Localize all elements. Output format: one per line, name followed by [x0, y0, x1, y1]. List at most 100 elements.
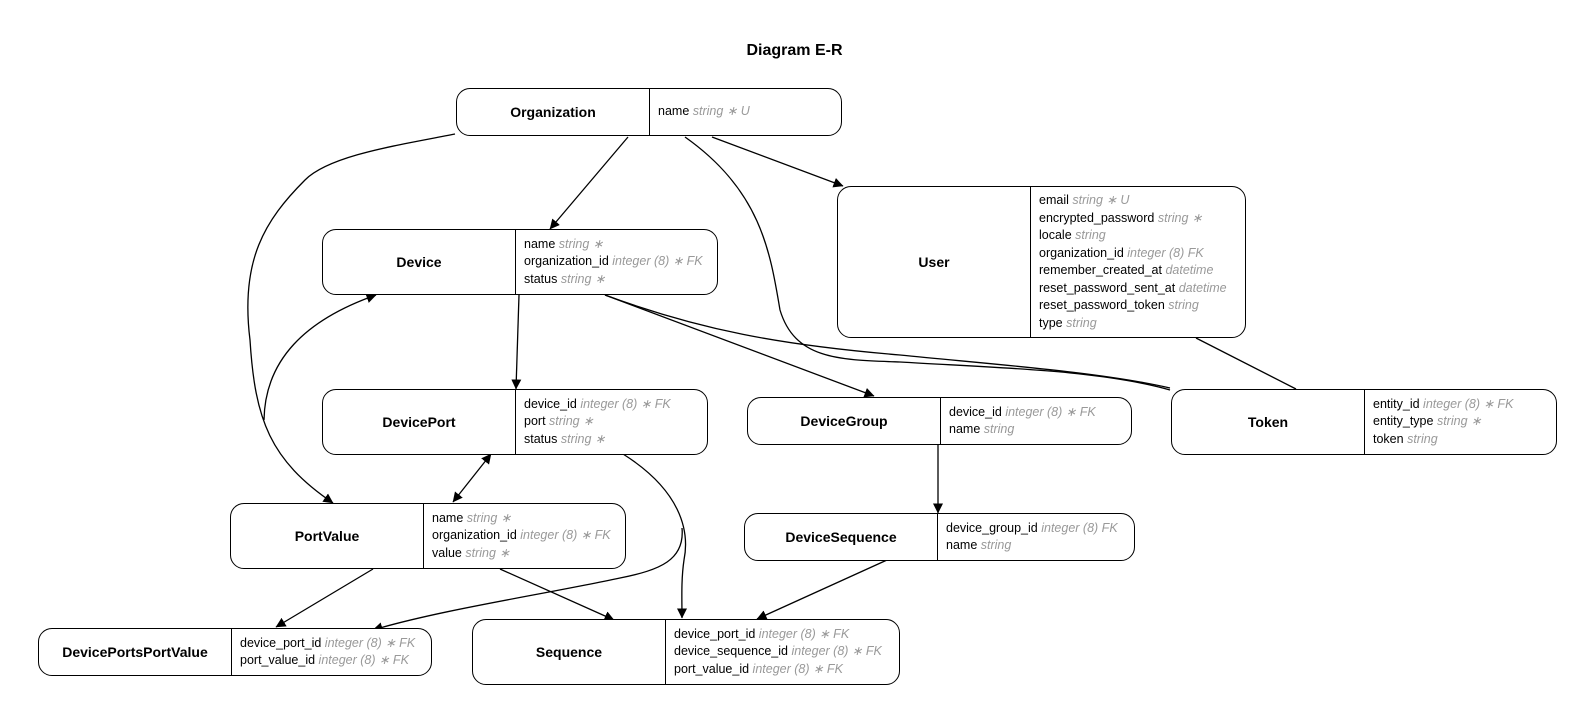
- entity-user-attrs: email string ∗ U encrypted_password stri…: [1031, 187, 1235, 337]
- attr-name: locale: [1039, 228, 1072, 242]
- attr-name: organization_id: [1039, 245, 1124, 260]
- entity-devicesequence-attrs: device_group_id integer (8) FK name stri…: [938, 514, 1126, 560]
- attr-type: integer (8) ∗ FK: [318, 653, 409, 667]
- entity-user[interactable]: User email string ∗ U encrypted_password…: [837, 186, 1246, 338]
- edge-deviceport-deviceportsportvalue: [372, 527, 683, 633]
- attr-name: type: [1039, 315, 1063, 330]
- attr-name: device_sequence_id: [674, 644, 788, 659]
- attr-type: string: [1168, 298, 1199, 312]
- entity-sequence[interactable]: Sequence device_port_id integer (8) ∗ FK…: [472, 619, 900, 685]
- entity-deviceportsportvalue-name: DevicePortsPortValue: [39, 629, 232, 675]
- entity-portvalue-name: PortValue: [231, 504, 424, 568]
- attr-row: token string: [1373, 431, 1513, 449]
- attr-type: integer (8) FK: [1041, 520, 1118, 535]
- attr-row: locale string: [1039, 227, 1227, 245]
- attr-type: integer (8) ∗ FK: [1423, 396, 1514, 411]
- attr-type: datetime: [1165, 263, 1214, 277]
- attr-name: name: [658, 104, 690, 119]
- entity-devicesequence[interactable]: DeviceSequence device_group_id integer (…: [744, 513, 1135, 561]
- entity-organization-attrs: name string ∗ U: [650, 89, 758, 135]
- entity-deviceport[interactable]: DevicePort device_id integer (8) ∗ FK po…: [322, 389, 708, 455]
- entity-organization[interactable]: Organization name string ∗ U: [456, 88, 842, 136]
- attr-row: entity_type string ∗: [1373, 413, 1513, 431]
- attr-type: integer (8) ∗ FK: [752, 661, 843, 676]
- attr-type: integer (8) ∗ FK: [612, 254, 703, 269]
- attr-row: entity_id integer (8) ∗ FK: [1373, 396, 1513, 414]
- attr-row: device_sequence_id integer (8) ∗ FK: [674, 643, 882, 661]
- attr-type: string ∗: [465, 545, 510, 560]
- entity-token-name: Token: [1172, 390, 1365, 454]
- attr-type: string: [980, 538, 1012, 552]
- attr-name: status: [524, 271, 558, 286]
- attr-name: token: [1373, 431, 1404, 446]
- attr-name: device_port_id: [674, 626, 756, 641]
- attr-name: port_value_id: [240, 653, 316, 667]
- attr-row: device_port_id integer (8) ∗ FK: [674, 626, 882, 644]
- attr-type: datetime: [1178, 280, 1227, 295]
- attr-name: device_id: [524, 396, 577, 411]
- attr-row: organization_id integer (8) FK: [1039, 245, 1227, 263]
- entity-deviceport-attrs: device_id integer (8) ∗ FK port string ∗…: [516, 390, 679, 454]
- attr-type: integer (8) ∗ FK: [520, 528, 611, 543]
- attr-type: integer (8) ∗ FK: [324, 635, 416, 650]
- attr-row: name string ∗ U: [658, 103, 750, 121]
- attr-row: device_port_id integer (8) ∗ FK: [240, 635, 415, 653]
- edge-user-token: [1195, 337, 1297, 390]
- attr-type: string ∗: [560, 271, 606, 286]
- attr-type: string: [1407, 431, 1438, 446]
- entity-token-attrs: entity_id integer (8) ∗ FK entity_type s…: [1365, 390, 1521, 454]
- attr-name: encrypted_password: [1039, 210, 1155, 225]
- entity-sequence-attrs: device_port_id integer (8) ∗ FK device_s…: [666, 620, 890, 684]
- attr-name: device_id: [949, 404, 1002, 419]
- edge-organization-token: [684, 136, 1171, 391]
- attr-name: port_value_id: [674, 661, 750, 676]
- attr-row: value string ∗: [432, 545, 611, 563]
- edge-organization-device: [549, 136, 629, 230]
- edge-device-portvalue: [263, 293, 377, 421]
- attr-type: string: [1075, 228, 1106, 242]
- entity-device-attrs: name string ∗ organization_id integer (8…: [516, 230, 711, 294]
- attr-name: name: [432, 510, 464, 525]
- attr-name: name: [524, 236, 556, 251]
- entity-user-name: User: [838, 187, 1031, 337]
- attr-name: name: [949, 422, 981, 436]
- edge-portvalue-deviceportsportvalue: [275, 568, 374, 628]
- attr-name: organization_id: [524, 254, 609, 269]
- attr-row: port_value_id integer (8) ∗ FK: [674, 661, 882, 679]
- attr-type: string ∗: [558, 236, 604, 251]
- attr-row: device_id integer (8) ∗ FK: [949, 404, 1096, 422]
- edge-deviceport-sequence: [622, 453, 687, 619]
- attr-type: integer (8) ∗ FK: [1005, 404, 1096, 419]
- edge-deviceport-portvalue: [452, 453, 492, 503]
- attr-type: string ∗ U: [692, 104, 750, 119]
- entity-devicegroup-name: DeviceGroup: [748, 398, 941, 444]
- attr-row: name string ∗: [524, 236, 703, 254]
- attr-row: email string ∗ U: [1039, 192, 1227, 210]
- edge-organization-user: [711, 136, 844, 188]
- attr-type: string ∗: [466, 510, 512, 525]
- entity-token[interactable]: Token entity_id integer (8) ∗ FK entity_…: [1171, 389, 1557, 455]
- entity-devicesequence-name: DeviceSequence: [745, 514, 938, 560]
- entity-portvalue[interactable]: PortValue name string ∗ organization_id …: [230, 503, 626, 569]
- attr-type: string ∗: [549, 414, 594, 429]
- attr-name: value: [432, 545, 462, 560]
- attr-name: port: [524, 414, 546, 429]
- edge-portvalue-sequence: [499, 568, 615, 621]
- entity-deviceportsportvalue-attrs: device_port_id integer (8) ∗ FK port_val…: [232, 629, 423, 675]
- attr-row: status string ∗: [524, 271, 703, 289]
- diagram-title: Diagram E-R: [746, 42, 843, 59]
- attr-row: status string ∗: [524, 431, 671, 449]
- attr-type: integer (8) ∗ FK: [580, 396, 671, 411]
- entity-device[interactable]: Device name string ∗ organization_id int…: [322, 229, 718, 295]
- edge-devicesequence-sequence: [756, 559, 888, 620]
- attr-row: device_id integer (8) ∗ FK: [524, 396, 671, 414]
- entity-portvalue-attrs: name string ∗ organization_id integer (8…: [424, 504, 619, 568]
- edge-organization-portvalue: [247, 133, 456, 504]
- attr-row: organization_id integer (8) ∗ FK: [432, 527, 611, 545]
- attr-type: integer (8) ∗ FK: [758, 626, 850, 641]
- attr-row: reset_password_token string: [1039, 297, 1227, 315]
- attr-row: encrypted_password string ∗: [1039, 210, 1227, 228]
- entity-devicegroup[interactable]: DeviceGroup device_id integer (8) ∗ FK n…: [747, 397, 1132, 445]
- entity-deviceportsportvalue[interactable]: DevicePortsPortValue device_port_id inte…: [38, 628, 432, 676]
